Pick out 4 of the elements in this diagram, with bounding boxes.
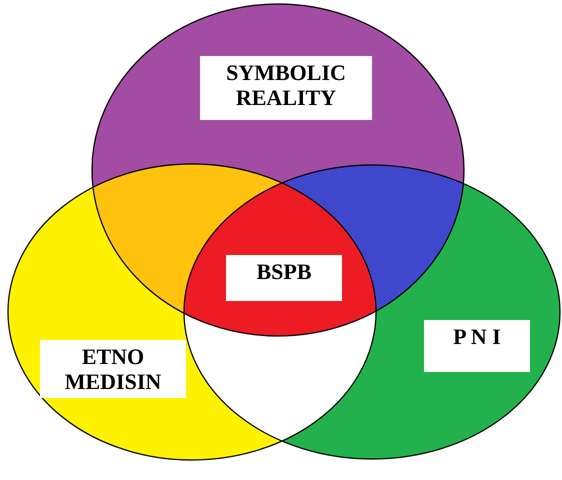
venn-label: ETNO MEDISIN	[40, 340, 186, 398]
venn-label: BSPB	[226, 255, 342, 301]
venn-label: P N I	[424, 320, 530, 372]
venn-label: SYMBOLIC REALITY	[200, 56, 372, 120]
